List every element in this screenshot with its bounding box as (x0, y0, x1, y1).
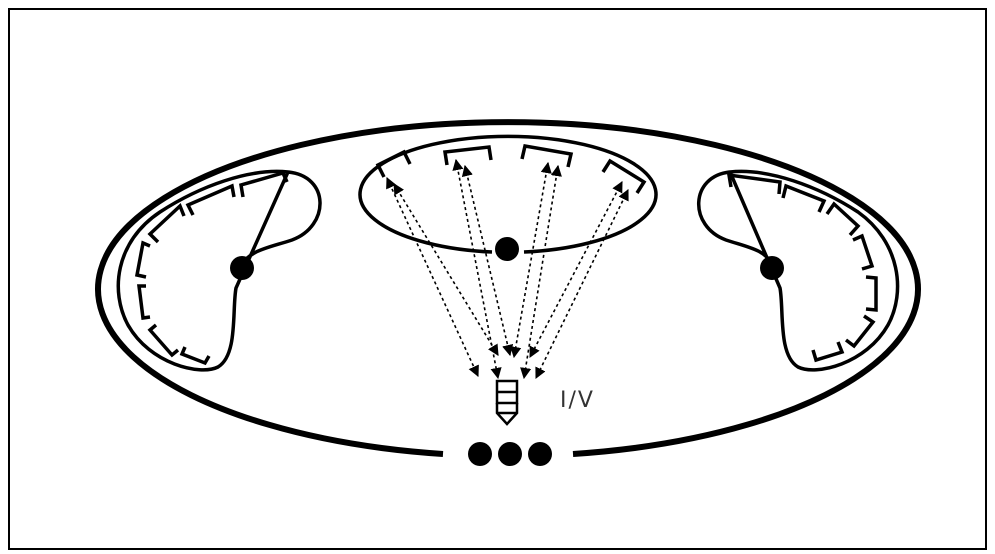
triple-dots (468, 442, 552, 466)
frame-border (9, 9, 986, 549)
right-compartment (699, 171, 898, 369)
center-brackets (378, 146, 644, 193)
right-dot (760, 256, 784, 280)
left-compartment (118, 171, 320, 369)
probe-icon (497, 381, 517, 424)
center-dot (495, 237, 519, 261)
left-dot (230, 256, 254, 280)
dotted-arrows (387, 160, 628, 378)
iv-label: I/V (560, 388, 595, 413)
